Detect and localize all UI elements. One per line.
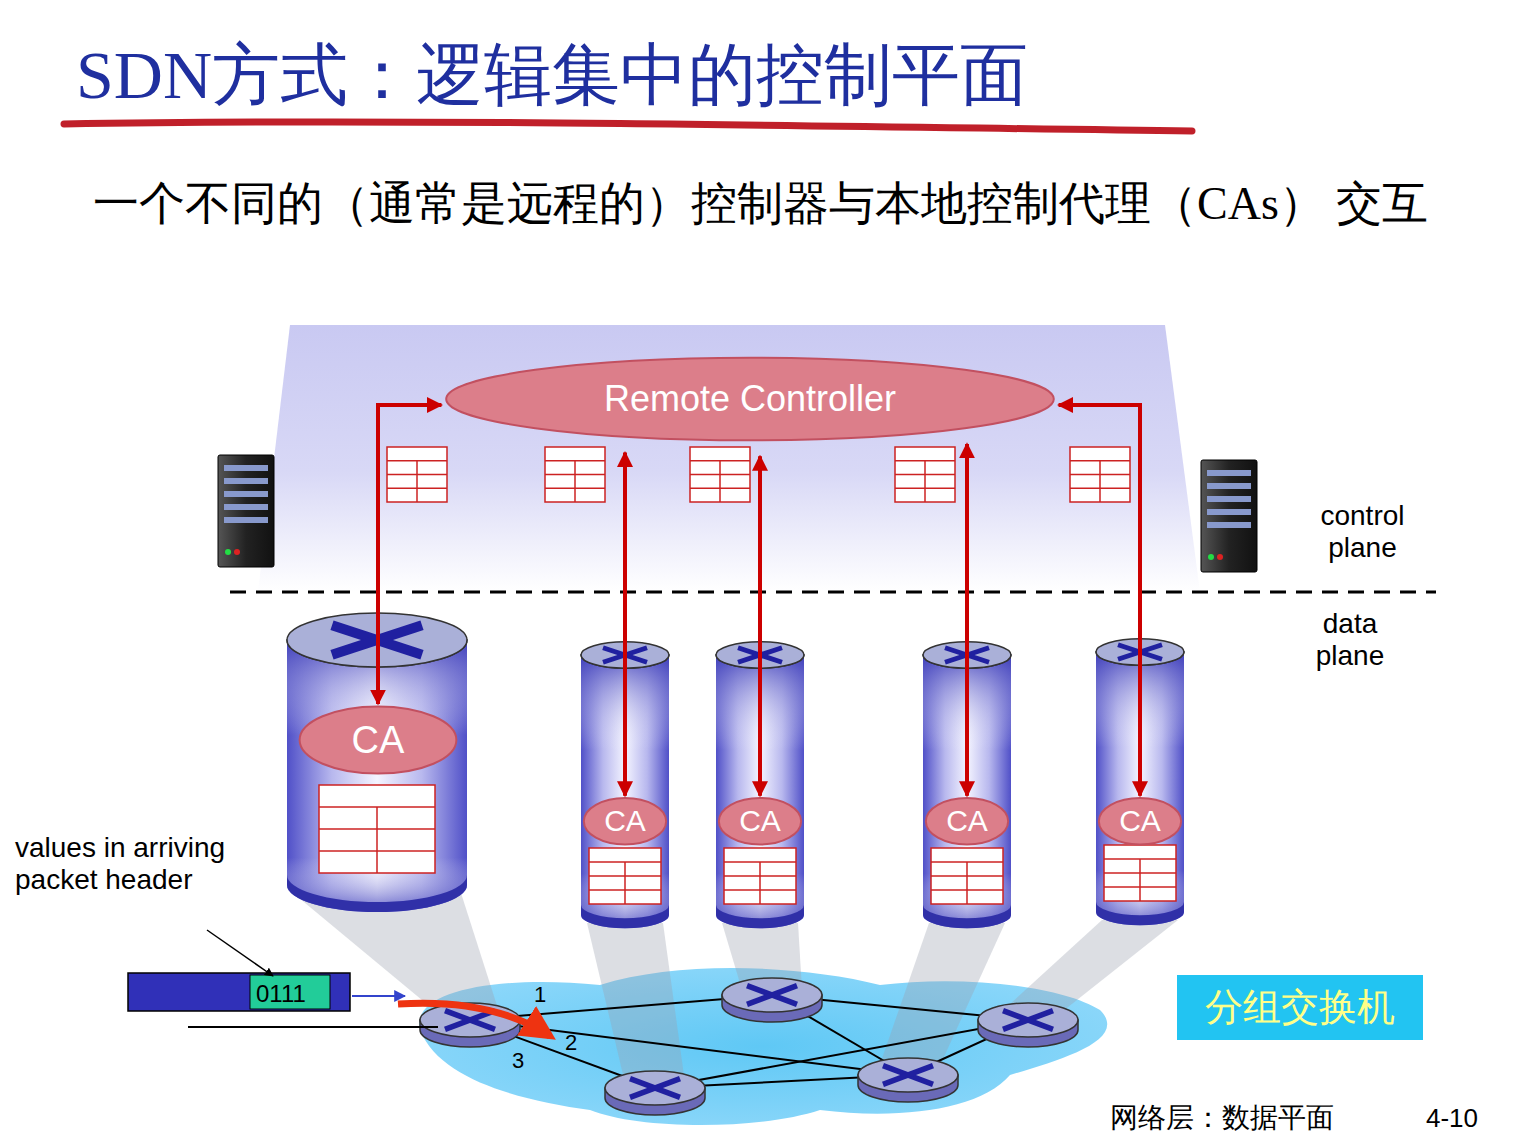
cylinder-base (716, 905, 804, 928)
packet (128, 973, 350, 1011)
flow-table (931, 848, 1003, 904)
packet-switch (858, 1058, 958, 1102)
control-connector (758, 456, 762, 795)
control-connector (378, 405, 441, 704)
header-value: 0111 (256, 980, 306, 1008)
light-beam (878, 923, 1005, 1070)
server-icon (1201, 460, 1257, 572)
control-connector (623, 453, 627, 796)
packet-header-field (250, 975, 330, 1009)
flow-table (387, 447, 447, 502)
node-label: CA (1119, 804, 1161, 838)
control-agent: CA (718, 797, 802, 846)
controller-ellipse: Remote Controller (440, 356, 1060, 442)
plane-label: data plane (1295, 608, 1405, 672)
node-label: CA (946, 804, 988, 838)
router-top (978, 1003, 1078, 1037)
flow-table (545, 447, 605, 502)
node-outline (719, 798, 801, 845)
control-agent: CA (925, 797, 1009, 846)
plane-divider (230, 591, 1436, 594)
flow-table (724, 848, 796, 904)
node-outline (1099, 798, 1181, 845)
router-top (605, 1071, 705, 1105)
flow-table (1070, 447, 1130, 502)
packet-arrow (352, 995, 405, 997)
control-connector (1059, 405, 1140, 796)
router-cross (883, 1066, 933, 1085)
flow-table (895, 447, 955, 502)
port-number: 3 (512, 1048, 524, 1073)
node-outline (300, 706, 457, 773)
router-cross (630, 1079, 680, 1098)
packet-switch (978, 1003, 1078, 1047)
light-beam (998, 920, 1178, 1015)
node-label: Remote Controller (604, 378, 896, 420)
cylinder-base (923, 905, 1011, 928)
node-outline (446, 358, 1054, 441)
legend-box: 分组交换机 (1177, 975, 1423, 1040)
control-agent: CA (1098, 797, 1182, 846)
router-cross (747, 986, 797, 1005)
flow-table (1104, 845, 1176, 901)
control-agent: CA (298, 705, 458, 775)
packet-switch (605, 1071, 705, 1115)
page-number: 4-10 (1426, 1104, 1478, 1134)
control-connector (965, 444, 969, 796)
router-top (722, 978, 822, 1012)
control-plane-band (258, 325, 1200, 592)
router-cross (1003, 1011, 1053, 1030)
flow-table (589, 848, 661, 904)
node-label: CA (739, 804, 781, 838)
title-underline (64, 122, 1192, 131)
cylinder-base (287, 875, 467, 912)
router-cross (630, 1079, 680, 1098)
subtitle: 一个不同的（通常是远程的）控制器与本地控制代理（CAs） 交互 (93, 172, 1478, 236)
router-cross (1003, 1011, 1053, 1030)
control-agent: CA (583, 797, 667, 846)
plane-label: control plane (1300, 500, 1425, 564)
node-label: CA (604, 804, 646, 838)
router-cross (747, 986, 797, 1005)
node-label: CA (352, 719, 405, 762)
leader-line (207, 930, 273, 976)
cylinder-base (581, 905, 669, 928)
node-outline (584, 798, 666, 845)
port-number: 2 (565, 1030, 577, 1055)
router-top (858, 1058, 958, 1092)
footer-text: 网络层：数据平面 (1110, 1102, 1334, 1134)
router-cross (883, 1066, 933, 1085)
cylinder-base (1096, 902, 1184, 925)
node-label: 分组交换机 (1205, 982, 1395, 1033)
network-link (655, 1020, 1028, 1088)
flow-table (690, 447, 750, 502)
node-outline (926, 798, 1008, 845)
port-number: 1 (534, 982, 546, 1007)
callout-text: values in arriving packet header (15, 832, 260, 896)
network-cloud (419, 968, 1107, 1125)
packet-switch (722, 978, 822, 1022)
input-line (188, 1026, 438, 1028)
server-icon (218, 455, 274, 567)
forwarding-arrow (398, 1003, 550, 1036)
flow-table (319, 785, 435, 873)
node-outline (1177, 975, 1423, 1040)
slide-title: SDN方式：逻辑集中的控制平面 (76, 30, 1028, 121)
